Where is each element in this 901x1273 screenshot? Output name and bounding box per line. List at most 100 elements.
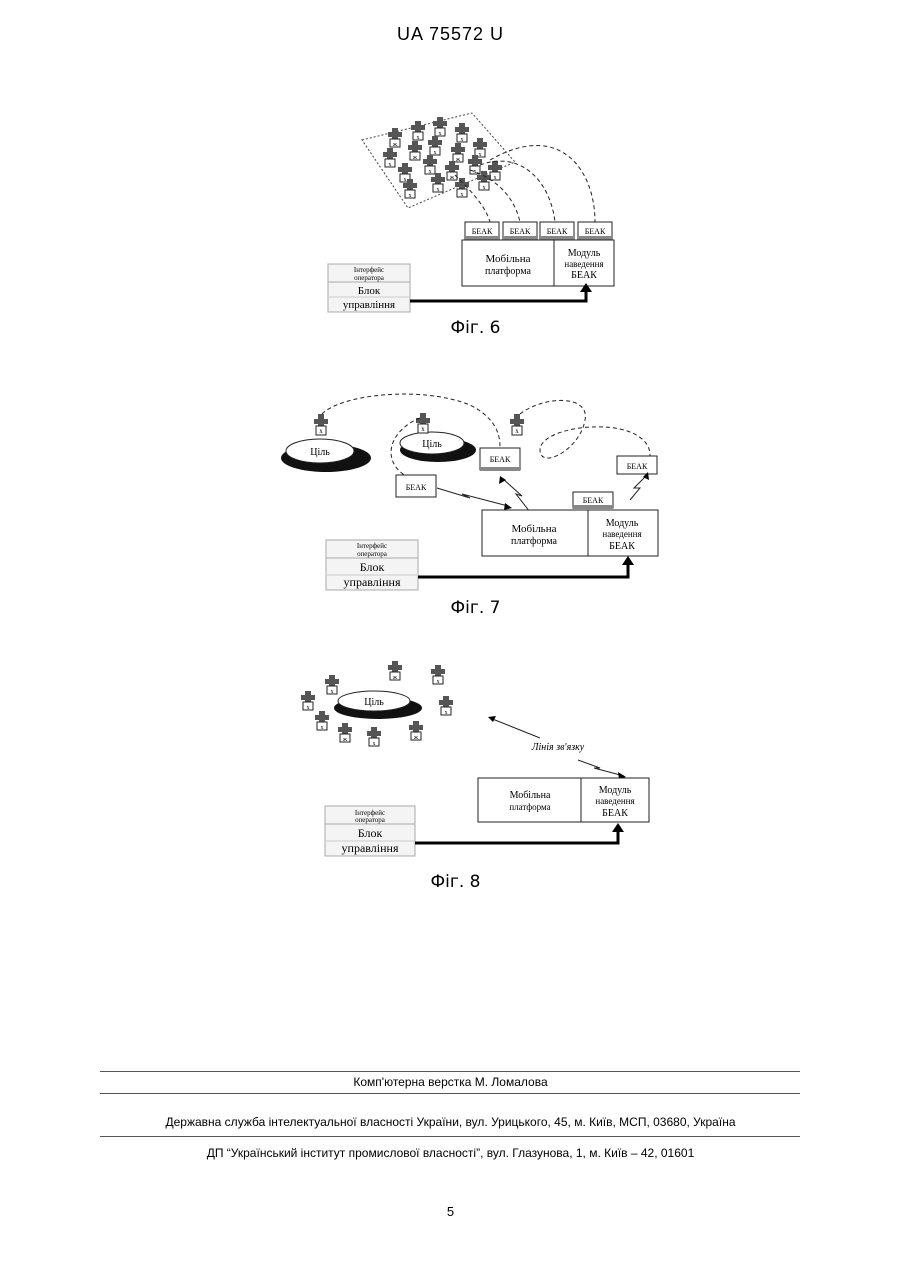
svg-text:оператора: оператора: [357, 550, 388, 558]
beak-module: БЕАК: [617, 456, 657, 474]
svg-text:ж: ж: [413, 735, 419, 741]
drone-icon: ж: [388, 128, 402, 148]
drone-icon: x: [439, 696, 453, 716]
drone-icon: x: [416, 413, 430, 433]
control-block: Інтерфейс оператора Блок управління: [326, 540, 418, 590]
svg-text:ж: ж: [342, 737, 348, 743]
svg-text:Ціль: Ціль: [310, 447, 330, 458]
beak-module: БЕАК: [578, 222, 612, 240]
footer-rule: [100, 1093, 800, 1094]
beak-module: БЕАК: [396, 475, 436, 497]
footer-layout-credit: Комп'ютерна верстка М. Ломалова: [0, 1075, 901, 1089]
svg-text:БЕАК: БЕАК: [472, 227, 493, 236]
svg-text:Мобільна: Мобільна: [486, 253, 531, 265]
svg-text:Блок: Блок: [358, 826, 383, 840]
svg-text:ж: ж: [412, 155, 418, 161]
figure-8-diagram: Ціль x ж x x x x ж x ж Лінія зв'язку Мобільна пл…: [0, 655, 901, 865]
page-number: 5: [0, 1204, 901, 1219]
drone-icon: ж: [445, 161, 459, 181]
svg-text:x: x: [461, 137, 464, 143]
drone-icon: x: [428, 136, 442, 156]
beak-module: БЕАК: [540, 222, 574, 240]
svg-text:x: x: [474, 169, 477, 175]
drone-icon: ж: [338, 723, 352, 743]
drone-icon: x: [383, 148, 397, 168]
svg-text:x: x: [434, 150, 437, 156]
figure-6-diagram: жxxxxжxжxxxжxxxxxx БЕАК БЕАК БЕАК БЕАК М…: [0, 110, 901, 320]
control-link-arrow: [415, 830, 618, 843]
svg-text:x: x: [445, 710, 448, 716]
svg-text:БЕАК: БЕАК: [406, 483, 427, 492]
drone-icon: x: [367, 727, 381, 747]
svg-text:управління: управління: [342, 841, 399, 855]
svg-text:наведення: наведення: [564, 259, 603, 269]
drone-icon: x: [315, 711, 329, 731]
svg-text:Інтерфейс: Інтерфейс: [354, 266, 384, 274]
svg-text:x: x: [479, 152, 482, 158]
figure-7-diagram: Ціль Ціль x x x БЕАК БЕАК БЕАК БЕАК Мобі…: [0, 390, 901, 600]
document-number: UA 75572 U: [0, 24, 901, 45]
svg-text:ж: ж: [449, 175, 455, 181]
svg-text:наведення: наведення: [602, 529, 641, 539]
svg-text:Інтерфейс: Інтерфейс: [357, 542, 387, 550]
svg-text:x: x: [321, 725, 324, 731]
footer-rule: [100, 1136, 800, 1137]
control-link-arrow: [410, 290, 586, 301]
svg-text:x: x: [404, 177, 407, 183]
target-1: Ціль: [281, 439, 371, 472]
svg-text:x: x: [389, 162, 392, 168]
drone-icon: ж: [388, 661, 402, 681]
svg-text:x: x: [429, 169, 432, 175]
target-2: Ціль: [400, 432, 476, 462]
svg-text:Модуль: Модуль: [606, 518, 639, 529]
drone-icon: ж: [409, 721, 423, 741]
figure-6-caption: Фіг. 6: [0, 318, 901, 338]
svg-text:x: x: [421, 425, 425, 433]
svg-text:x: x: [373, 741, 376, 747]
footer-rule: [100, 1071, 800, 1072]
control-link-arrow: [418, 563, 628, 577]
svg-text:x: x: [437, 187, 440, 193]
svg-text:x: x: [331, 689, 334, 695]
drone-icon: ж: [451, 143, 465, 163]
svg-text:БЕАК: БЕАК: [585, 227, 606, 236]
svg-text:БЕАК: БЕАК: [627, 462, 648, 471]
svg-text:БЕАК: БЕАК: [490, 455, 511, 464]
svg-text:оператора: оператора: [355, 816, 386, 824]
beak-module: БЕАК: [480, 448, 520, 471]
svg-text:x: x: [461, 192, 464, 198]
svg-text:ж: ж: [392, 675, 398, 681]
footer-agency: Державна служба інтелектуальної власност…: [0, 1115, 901, 1129]
drone-swarm: жxxxxжxжxxxжxxxxxx: [383, 117, 502, 199]
svg-text:платформа: платформа: [511, 536, 557, 547]
target: Ціль: [334, 691, 422, 719]
svg-text:x: x: [409, 193, 412, 199]
svg-text:Мобільна: Мобільна: [512, 523, 557, 535]
footer-institute: ДП “Український інститут промислової вла…: [0, 1146, 901, 1160]
svg-text:Ціль: Ціль: [364, 697, 384, 708]
mobile-platform: Мобільна платформа Модуль наведення БЕАК: [462, 240, 614, 286]
svg-text:x: x: [515, 427, 519, 435]
drone-icon: x: [423, 155, 437, 175]
drone-icon: x: [468, 155, 482, 175]
mobile-platform: Мобільна платформа Модуль наведення БЕАК: [478, 778, 649, 822]
svg-text:Лінія зв'язку: Лінія зв'язку: [531, 742, 585, 753]
figure-7-caption: Фіг. 7: [0, 598, 901, 618]
drone-icon: x: [510, 414, 524, 435]
svg-text:БЕАК: БЕАК: [602, 808, 628, 819]
svg-text:Блок: Блок: [358, 285, 381, 297]
svg-text:x: x: [483, 185, 486, 191]
mobile-platform: Мобільна платформа Модуль наведення БЕАК: [482, 510, 658, 556]
beak-row: БЕАК БЕАК БЕАК БЕАК: [465, 222, 612, 240]
control-block: Інтерфейс оператора Блок управління: [325, 806, 415, 856]
svg-text:x: x: [417, 135, 420, 141]
svg-text:x: x: [437, 679, 440, 685]
drone-icon: x: [431, 173, 445, 193]
svg-text:БЕАК: БЕАК: [609, 541, 635, 552]
svg-text:БЕАК: БЕАК: [510, 227, 531, 236]
drone-icon: x: [431, 665, 445, 685]
svg-text:БЕАК: БЕАК: [583, 496, 604, 505]
drone-icon: x: [314, 414, 328, 435]
svg-text:x: x: [307, 705, 310, 711]
drone-icon: ж: [408, 141, 422, 161]
